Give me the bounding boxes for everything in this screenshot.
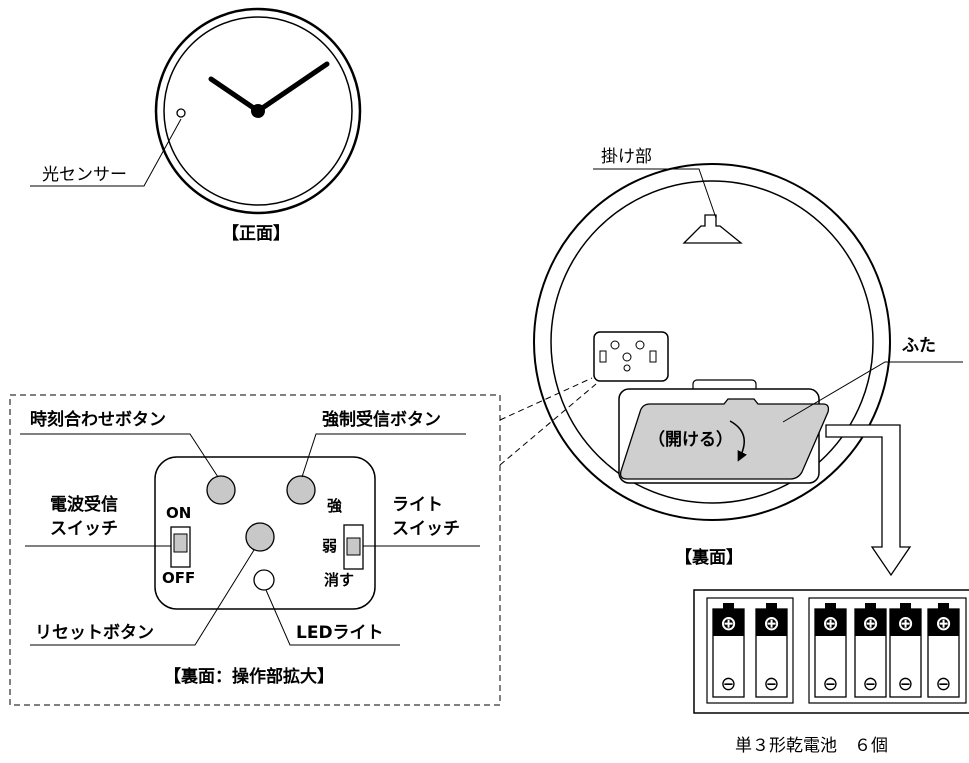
light-off-label: 消す bbox=[324, 571, 355, 589]
minute-hand bbox=[255, 61, 330, 114]
reset-button-label: リセットボタン bbox=[35, 623, 154, 643]
front-clock-outer-rim bbox=[154, 7, 362, 215]
time-set-button-icon bbox=[206, 475, 236, 505]
battery-plus-label: ⊕ bbox=[862, 611, 879, 635]
battery-cap bbox=[855, 609, 886, 636]
hanger-leader bbox=[593, 168, 717, 219]
force-receive-leader bbox=[301, 433, 466, 478]
battery-cell: ⊕⊖ bbox=[927, 603, 960, 698]
back-panel-switch bbox=[649, 350, 657, 363]
force-receive-button-icon bbox=[286, 475, 316, 505]
battery-minus-label: ⊖ bbox=[764, 673, 780, 695]
back-panel-button bbox=[610, 340, 620, 350]
zoom-box bbox=[9, 394, 501, 706]
front-clock-face bbox=[163, 16, 353, 206]
radio-on-label: ON bbox=[166, 504, 192, 522]
open-arrow-icon bbox=[729, 420, 748, 462]
back-clock bbox=[533, 163, 963, 577]
battery-lid bbox=[619, 398, 830, 480]
open-label: （開ける） bbox=[648, 430, 733, 450]
battery-box: ⊕⊖⊕⊖⊕⊖⊕⊖⊕⊖⊕⊖ bbox=[693, 589, 969, 714]
zoom-line bbox=[499, 377, 593, 421]
battery-minus-label: ⊖ bbox=[823, 673, 839, 695]
force-receive-button-label: 強制受信ボタン bbox=[322, 410, 441, 430]
battery-cap bbox=[713, 609, 744, 636]
back-panel-switch bbox=[599, 350, 607, 363]
time-set-leader bbox=[20, 433, 219, 478]
big-arrow-icon bbox=[825, 424, 912, 577]
light-sensor-label: 光センサー bbox=[42, 165, 127, 185]
battery-cap bbox=[928, 609, 959, 636]
battery-caption: 単３形乾電池 ６個 bbox=[735, 736, 888, 756]
battery-minus-label: ⊖ bbox=[936, 673, 952, 695]
battery-terminal bbox=[766, 603, 777, 609]
battery-terminal bbox=[865, 603, 876, 609]
light-switch-label-line1: ライト bbox=[392, 495, 443, 515]
battery-cell: ⊕⊖ bbox=[854, 603, 887, 698]
light-sensor-icon bbox=[176, 108, 186, 118]
battery-terminal bbox=[938, 603, 949, 609]
hour-hand bbox=[208, 76, 261, 114]
front-caption: 【正面】 bbox=[222, 224, 290, 244]
radio-off-label: OFF bbox=[162, 569, 196, 587]
light-strong-label: 強 bbox=[327, 497, 343, 515]
led-leader bbox=[265, 589, 400, 646]
battery-plus-label: ⊕ bbox=[897, 611, 914, 635]
lid-label: ふた bbox=[902, 336, 936, 356]
back-panel-button bbox=[635, 340, 645, 350]
battery-cell: ⊕⊖ bbox=[712, 603, 745, 698]
light-switch-label-line2: スイッチ bbox=[392, 519, 460, 539]
battery-group bbox=[706, 597, 794, 704]
back-clock-outer-rim bbox=[533, 163, 891, 521]
radio-switch-label-line1: 電波受信 bbox=[50, 495, 118, 515]
reset-button-icon bbox=[245, 522, 275, 552]
front-clock bbox=[30, 7, 362, 215]
enlarged-control-panel bbox=[20, 433, 480, 646]
radio-switch-label-line2: スイッチ bbox=[50, 519, 118, 539]
hanger-icon bbox=[682, 214, 743, 244]
hanger-label: 掛け部 bbox=[601, 147, 652, 167]
light-sensor-leader bbox=[30, 118, 182, 187]
back-clock-inner-rim bbox=[550, 180, 874, 504]
reset-leader bbox=[30, 549, 255, 646]
back-panel-led bbox=[623, 364, 631, 372]
radio-switch-knob bbox=[173, 533, 188, 553]
lid-leader bbox=[782, 361, 963, 423]
back-panel-button bbox=[622, 352, 632, 362]
battery-minus-label: ⊖ bbox=[898, 673, 914, 695]
battery-plus-label: ⊕ bbox=[935, 611, 952, 635]
zoom-callout bbox=[9, 377, 597, 706]
back-caption: 【裏面】 bbox=[675, 548, 743, 568]
battery-plus-label: ⊕ bbox=[720, 611, 737, 635]
hand-pivot bbox=[251, 104, 265, 118]
battery-terminal bbox=[900, 603, 911, 609]
battery-cell: ⊕⊖ bbox=[889, 603, 922, 698]
battery-terminal bbox=[825, 603, 836, 609]
led-light-label: LEDライト bbox=[296, 623, 384, 643]
battery-cap bbox=[890, 609, 921, 636]
battery-cell: ⊕⊖ bbox=[755, 603, 788, 698]
battery-plus-label: ⊕ bbox=[763, 611, 780, 635]
battery-cap bbox=[756, 609, 787, 636]
battery-minus-label: ⊖ bbox=[721, 673, 737, 695]
battery-cell: ⊕⊖ bbox=[814, 603, 847, 698]
light-switch-knob bbox=[346, 537, 361, 556]
led-light-icon bbox=[253, 569, 275, 591]
light-weak-label: 弱 bbox=[322, 537, 338, 555]
battery-cap bbox=[815, 609, 846, 636]
zoom-line bbox=[499, 383, 597, 466]
time-set-button-label: 時刻合わせボタン bbox=[30, 410, 166, 430]
battery-group bbox=[808, 597, 967, 704]
battery-plus-label: ⊕ bbox=[822, 611, 839, 635]
battery-terminal bbox=[723, 603, 734, 609]
battery-minus-label: ⊖ bbox=[863, 673, 879, 695]
control-caption: 【裏面：操作部拡大】 bbox=[164, 667, 334, 687]
